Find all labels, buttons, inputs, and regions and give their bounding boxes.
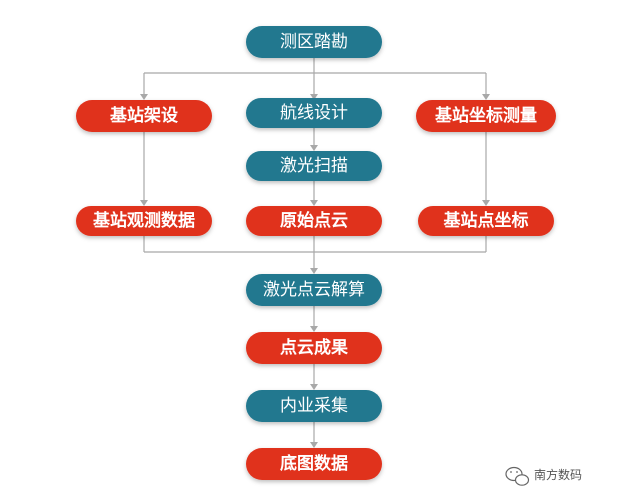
node-station-coord-label: 基站点坐标 [443, 210, 529, 231]
watermark: 南方数码 [505, 466, 582, 486]
node-station-coord: 基站点坐标 [418, 206, 554, 236]
node-cloud-result-label: 点云成果 [280, 337, 348, 358]
arrow-to-office-collect [310, 384, 318, 390]
node-raw-point-cloud-label: 原始点云 [280, 210, 348, 231]
node-route-design-label: 航线设计 [280, 103, 348, 123]
arrow-to-cloud-result [310, 326, 318, 332]
arrow-to-station-coord [482, 200, 490, 206]
arrow-to-laser-scan [310, 145, 318, 151]
node-station-obs-data-shape [76, 206, 212, 236]
arrow-to-route-design [310, 94, 318, 100]
node-cloud-result: 点云成果 [246, 332, 382, 364]
node-raw-point-cloud: 原始点云 [246, 206, 382, 236]
node-station-coord-measure-shape [416, 100, 556, 132]
node-cloud-result-shape [246, 332, 382, 364]
arrow-to-station-obs-data [140, 200, 148, 206]
node-survey-label: 测区踏勘 [280, 32, 348, 52]
node-office-collect-label: 内业采集 [280, 396, 348, 416]
node-laser-scan-shape [246, 151, 382, 181]
node-base-map-shape [246, 448, 382, 480]
node-route-design-shape [246, 98, 382, 128]
node-survey: 测区踏勘 [246, 26, 382, 58]
node-cloud-solve-shape [246, 274, 382, 306]
node-survey-shape [246, 26, 382, 58]
arrow-to-station-coord-measure [482, 94, 490, 100]
node-station-coord-measure-label: 基站坐标测量 [434, 105, 537, 126]
node-cloud-solve-label: 激光点云解算 [263, 280, 365, 300]
node-base-map-label: 底图数据 [280, 453, 348, 474]
node-station-setup-label: 基站架设 [109, 105, 178, 126]
node-station-coord-shape [418, 206, 554, 236]
node-station-obs-data: 基站观测数据 [76, 206, 212, 236]
node-station-obs-data-label: 基站观测数据 [92, 210, 195, 231]
node-base-map: 底图数据 [246, 448, 382, 480]
node-route-design: 航线设计 [246, 98, 382, 128]
node-office-collect-shape [246, 390, 382, 422]
node-laser-scan-label: 激光扫描 [280, 156, 348, 176]
edges [140, 58, 490, 448]
node-station-setup: 基站架设 [76, 100, 212, 132]
arrow-to-raw-point-cloud [310, 200, 318, 206]
arrow-to-base-map [310, 442, 318, 448]
node-station-coord-measure: 基站坐标测量 [416, 100, 556, 132]
node-station-setup-shape [76, 100, 212, 132]
node-raw-point-cloud-shape [246, 206, 382, 236]
node-laser-scan: 激光扫描 [246, 151, 382, 181]
watermark-text: 南方数码 [534, 467, 582, 482]
node-cloud-solve: 激光点云解算 [246, 274, 382, 306]
wechat-icon [505, 466, 530, 486]
node-office-collect: 内业采集 [246, 390, 382, 422]
arrow-to-cloud-solve [310, 268, 318, 274]
arrow-to-station-setup [140, 94, 148, 100]
